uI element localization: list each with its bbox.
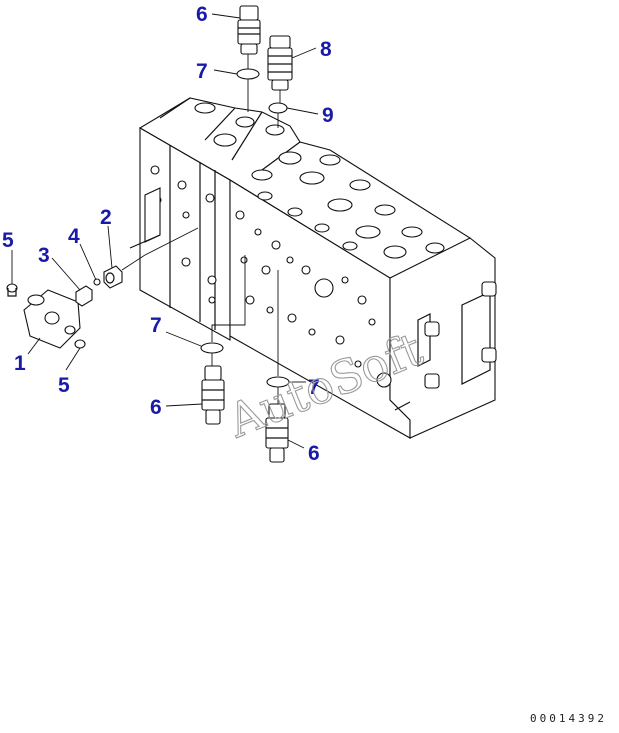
callout-4: 4 — [68, 225, 80, 248]
top-valve-8 — [267, 35, 293, 91]
bolt-5-upper — [6, 283, 18, 297]
sleeve-2 — [103, 265, 123, 289]
cover-1 — [23, 289, 81, 349]
callout-7-left: 7 — [150, 314, 162, 337]
relief-valve-6-right — [265, 403, 289, 463]
callout-7-right: 7 — [308, 376, 320, 399]
callout-1: 1 — [14, 352, 26, 375]
leader-lines — [11, 13, 319, 449]
relief-valve-6-left — [201, 365, 225, 425]
top-face-ports — [194, 102, 445, 259]
callouts: 6 8 7 9 2 4 5 3 7 1 5 7 6 6 — [2, 3, 334, 465]
top-relief-valve-6 — [237, 5, 261, 55]
end-cap-bolts — [424, 281, 497, 389]
o-ring-9 — [268, 102, 288, 114]
bolt-5-lower — [74, 339, 86, 349]
o-ring-4 — [93, 278, 101, 286]
callout-2: 2 — [100, 206, 112, 229]
callout-7-top: 7 — [196, 60, 208, 83]
callout-9: 9 — [322, 104, 334, 127]
callout-6-right: 6 — [308, 442, 320, 465]
callout-5-upper: 5 — [2, 229, 14, 252]
callout-8: 8 — [320, 38, 332, 61]
callout-3: 3 — [38, 244, 50, 267]
callout-6-top: 6 — [196, 3, 208, 26]
o-ring-7-left — [200, 342, 224, 354]
o-ring-7-top — [236, 68, 260, 80]
reference-code: 00014392 — [530, 712, 607, 725]
front-face-holes — [150, 165, 392, 388]
callout-6-left: 6 — [150, 396, 162, 419]
plug-3 — [75, 285, 93, 307]
callout-5-lower: 5 — [58, 374, 70, 397]
valve-body — [129, 97, 497, 439]
